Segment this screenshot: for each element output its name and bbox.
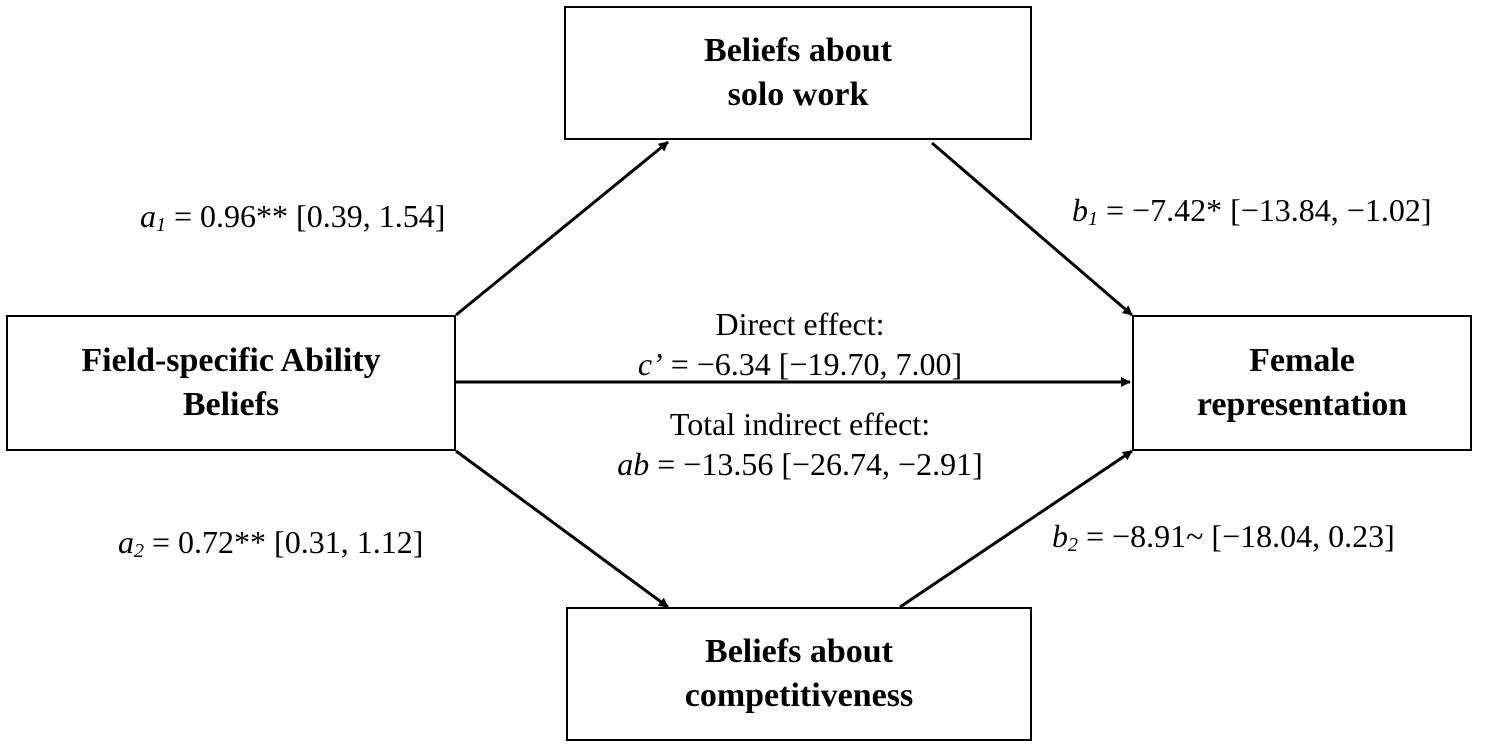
node-ability-beliefs: Field-specific Ability Beliefs bbox=[6, 315, 456, 451]
node-female-representation-line1: Female bbox=[1249, 342, 1355, 379]
indirect-effect-value: = −13.56 [−26.74, −2.91] bbox=[649, 446, 983, 482]
path-a2-subscript: 2 bbox=[134, 540, 144, 562]
path-b2-value: = −8.91~ [−18.04, 0.23] bbox=[1078, 518, 1395, 554]
direct-effect-value: = −6.34 [−19.70, 7.00] bbox=[662, 346, 963, 382]
arrow-b2 bbox=[899, 449, 1133, 609]
path-a1-value: = 0.96** [0.39, 1.54] bbox=[166, 198, 446, 234]
path-b1-symbol: b bbox=[1072, 192, 1088, 228]
node-competitiveness-line2: competitiveness bbox=[684, 677, 914, 714]
path-b1-subscript: 1 bbox=[1088, 208, 1098, 230]
path-label-a2: a2 = 0.72** [0.31, 1.12] bbox=[118, 522, 423, 571]
node-solo-work: Beliefs about solo work bbox=[564, 6, 1032, 140]
direct-effect-value-line: c’ = −6.34 [−19.70, 7.00] bbox=[520, 344, 1080, 384]
node-solo-work-line2: solo work bbox=[727, 76, 869, 113]
path-label-a1: a1 = 0.96** [0.39, 1.54] bbox=[140, 196, 445, 245]
direct-effect-label: Direct effect: c’ = −6.34 [−19.70, 7.00] bbox=[520, 304, 1080, 384]
node-female-representation: Female representation bbox=[1132, 315, 1472, 451]
indirect-effect-heading: Total indirect effect: bbox=[669, 406, 931, 442]
indirect-effect-symbol: ab bbox=[617, 446, 650, 482]
node-ability-beliefs-line2: Beliefs bbox=[182, 386, 280, 423]
path-a1-symbol: a bbox=[140, 198, 156, 234]
path-label-b1: b1 = −7.42* [−13.84, −1.02] bbox=[1072, 190, 1432, 239]
path-b1-value: = −7.42* [−13.84, −1.02] bbox=[1098, 192, 1432, 228]
node-solo-work-line1: Beliefs about bbox=[704, 32, 892, 69]
node-competitiveness: Beliefs about competitiveness bbox=[566, 607, 1032, 741]
path-a2-value: = 0.72** [0.31, 1.12] bbox=[144, 524, 424, 560]
arrow-a2 bbox=[455, 449, 669, 609]
direct-effect-symbol: c’ bbox=[637, 346, 663, 382]
arrow-b1 bbox=[931, 141, 1133, 317]
path-a1-subscript: 1 bbox=[156, 214, 166, 236]
node-competitiveness-line1: Beliefs about bbox=[705, 633, 893, 670]
arrow-a1 bbox=[455, 140, 669, 317]
indirect-effect-value-line: ab = −13.56 [−26.74, −2.91] bbox=[520, 444, 1080, 484]
path-b2-subscript: 2 bbox=[1068, 534, 1078, 556]
direct-effect-heading: Direct effect: bbox=[715, 306, 885, 342]
node-female-representation-line2: representation bbox=[1196, 386, 1408, 423]
path-b2-symbol: b bbox=[1052, 518, 1068, 554]
indirect-effect-label: Total indirect effect: ab = −13.56 [−26.… bbox=[520, 404, 1080, 484]
node-ability-beliefs-line1: Field-specific Ability bbox=[81, 342, 381, 379]
path-label-b2: b2 = −8.91~ [−18.04, 0.23] bbox=[1052, 516, 1395, 565]
path-a2-symbol: a bbox=[118, 524, 134, 560]
